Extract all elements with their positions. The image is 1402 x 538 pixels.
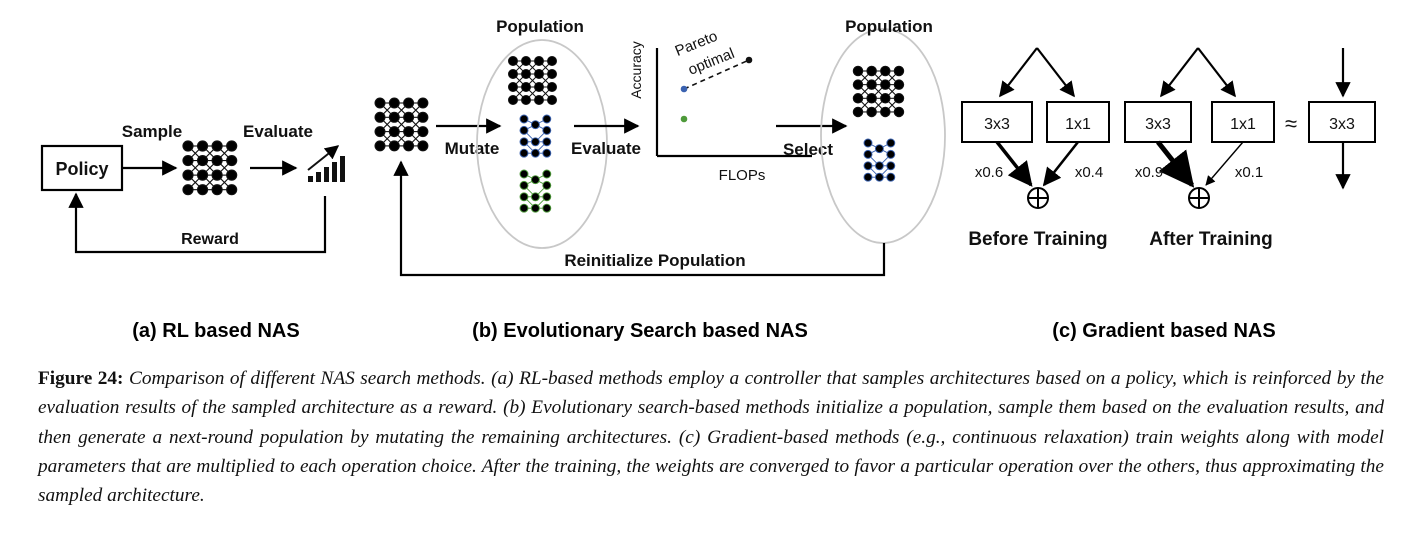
reward-label: Reward xyxy=(181,231,239,248)
approx-symbol: ≈ xyxy=(1285,111,1297,136)
reward-arrow xyxy=(68,192,327,254)
population-right-label: Population xyxy=(845,17,933,36)
select-label: Select xyxy=(783,140,833,159)
x-axis-label: FLOPs xyxy=(719,167,766,184)
before-sum-icon xyxy=(1027,187,1049,209)
after-op1-label: 3x3 xyxy=(1145,116,1171,133)
before-op2-label: 1x1 xyxy=(1065,116,1091,133)
panel-c-subtitle: (c) Gradient based NAS xyxy=(1052,320,1275,342)
pareto-point-black xyxy=(745,56,753,64)
before-training-label: Before Training xyxy=(968,229,1107,250)
after-weight-arrow-1 xyxy=(1156,140,1195,188)
evaluate-label-b: Evaluate xyxy=(571,139,641,158)
sampled-network-icon xyxy=(182,140,238,196)
y-axis-label: Accuracy xyxy=(628,41,644,99)
reinitialize-arrow xyxy=(393,160,886,277)
after-weight-1: x0.9 xyxy=(1135,164,1163,181)
before-weight-1: x0.6 xyxy=(975,164,1003,181)
population-left-ellipse xyxy=(476,39,608,249)
mutate-label: Mutate xyxy=(445,139,500,158)
population-network-black-icon xyxy=(508,56,557,105)
before-input-arrow-right xyxy=(1036,47,1075,98)
pareto-point-blue xyxy=(680,85,688,93)
panel-b-subtitle: (b) Evolutionary Search based NAS xyxy=(472,320,808,342)
panel-c: 3x3 1x1 x0.6 x0.4 Before Training 3x3 1x… xyxy=(961,47,1376,342)
point-green xyxy=(680,115,688,123)
initial-network-icon xyxy=(374,97,429,152)
policy-label: Policy xyxy=(55,159,108,179)
bar-chart-icon xyxy=(307,145,345,182)
after-training-label: After Training xyxy=(1149,229,1273,250)
before-weight-arrow-1 xyxy=(995,140,1033,187)
after-weight-arrow-2 xyxy=(1205,141,1244,186)
caption-text: Comparison of different NAS search metho… xyxy=(38,368,1384,507)
panel-a: Policy Sample Evaluate Reward (a) RL bas… xyxy=(40,122,345,342)
pareto-front-line xyxy=(683,59,750,90)
after-op2-label: 1x1 xyxy=(1230,116,1256,133)
selected-network-blue-icon xyxy=(863,138,896,182)
policy-box xyxy=(40,144,124,192)
nas-diagram: Policy Sample Evaluate Reward (a) RL bas… xyxy=(40,17,1376,342)
population-network-blue-icon xyxy=(519,114,552,158)
after-sum-icon xyxy=(1188,187,1210,209)
after-input-arrow-right xyxy=(1197,47,1236,98)
population-right-ellipse xyxy=(820,28,946,244)
evaluate-label: Evaluate xyxy=(243,122,313,141)
figure-caption: Figure 24: Comparison of different NAS s… xyxy=(38,364,1384,510)
before-input-arrow-left xyxy=(999,47,1038,98)
panel-b: Mutate Population Evaluate Accuracy FLOP… xyxy=(374,17,946,342)
caption-label: Figure 24: xyxy=(38,368,124,389)
after-input-arrow-left xyxy=(1160,47,1199,98)
selected-network-black-icon xyxy=(852,65,905,118)
population-network-green-icon xyxy=(519,169,552,213)
sample-label: Sample xyxy=(122,122,182,141)
panel-a-subtitle: (a) RL based NAS xyxy=(132,320,299,342)
result-op-label: 3x3 xyxy=(1329,116,1355,133)
before-weight-arrow-2 xyxy=(1042,141,1080,187)
before-op1-label: 3x3 xyxy=(984,116,1010,133)
reinitialize-label: Reinitialize Population xyxy=(564,251,745,270)
population-left-label: Population xyxy=(496,17,584,36)
after-weight-2: x0.1 xyxy=(1235,164,1263,181)
before-weight-2: x0.4 xyxy=(1075,164,1103,181)
